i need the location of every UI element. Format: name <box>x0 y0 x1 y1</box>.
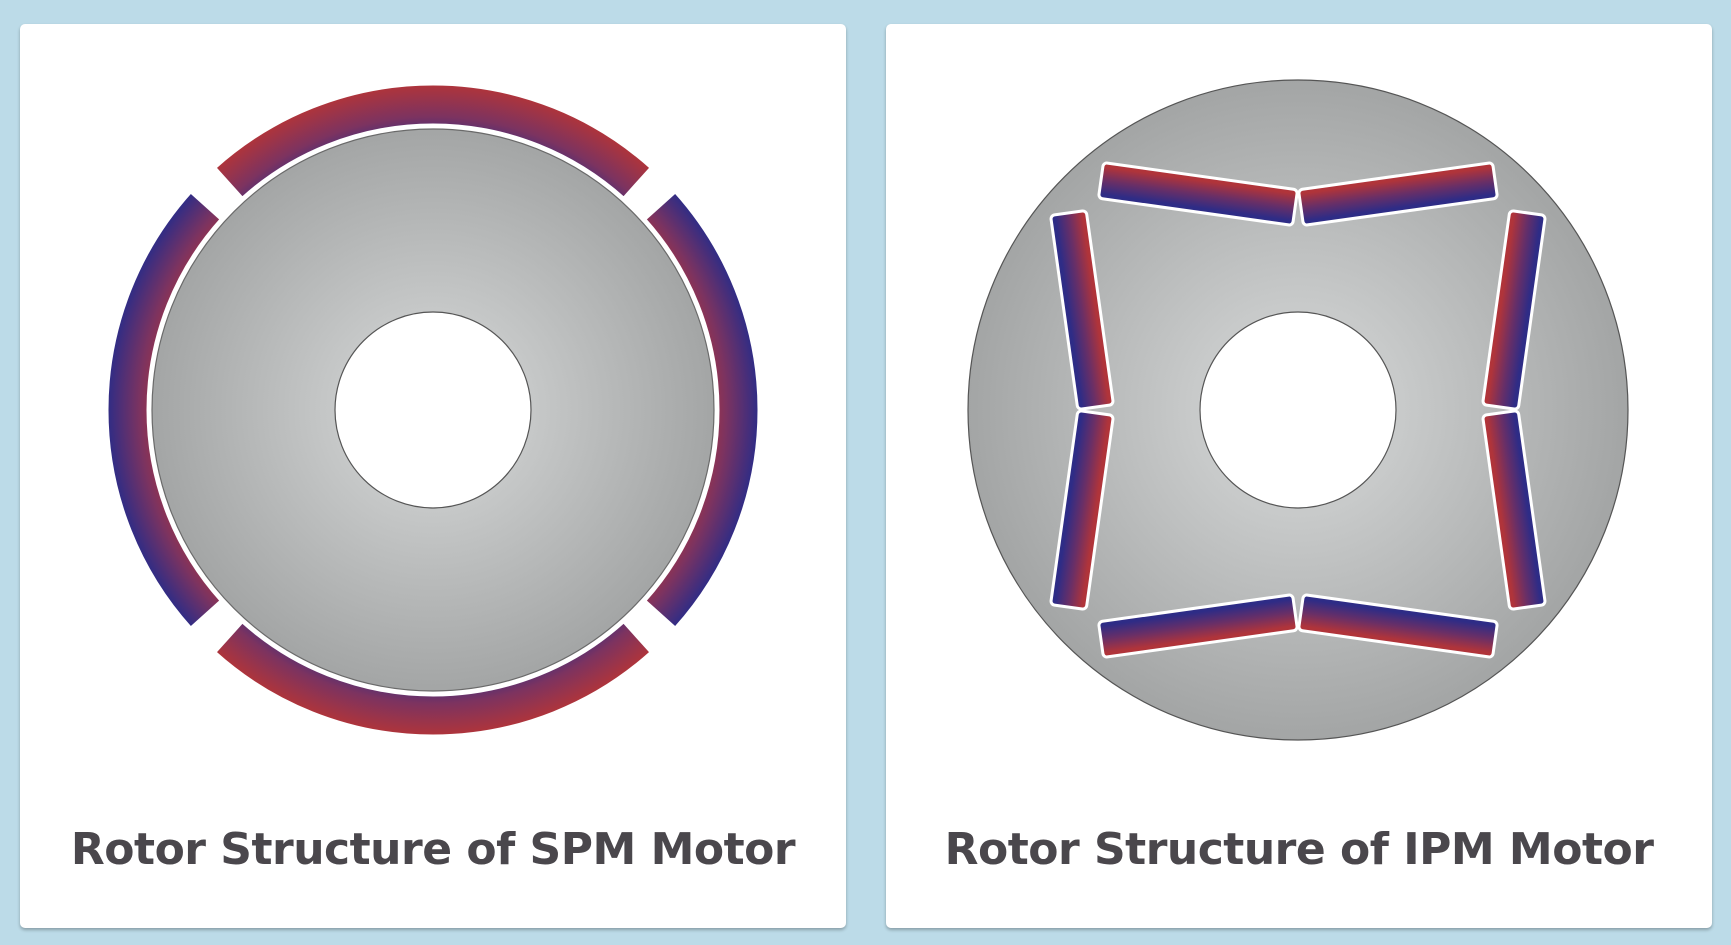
ipm-magnet-right-b <box>1481 409 1547 611</box>
ipm-magnet-left-a <box>1049 409 1115 611</box>
ipm-magnet-right-a <box>1481 209 1547 411</box>
spm-caption: Rotor Structure of SPM Motor <box>70 824 796 875</box>
ipm-panel: Rotor Structure of IPM Motor <box>886 24 1712 928</box>
ipm-magnet-top-b <box>1297 161 1499 227</box>
spm-panel: Rotor Structure of SPM Motor <box>20 24 846 928</box>
ipm-magnet-bottom-b <box>1097 593 1299 659</box>
ipm-rotor-diagram <box>967 79 1629 741</box>
ipm-caption: Rotor Structure of IPM Motor <box>944 824 1654 875</box>
spm-shaft-hole <box>334 311 532 509</box>
ipm-magnet-left-b <box>1049 209 1115 411</box>
ipm-shaft-hole <box>1199 311 1397 509</box>
spm-rotor-diagram <box>105 82 761 738</box>
ipm-magnet-bottom-a <box>1297 593 1499 659</box>
spm-magnet-ring <box>105 82 761 738</box>
ipm-magnet-top-a <box>1097 161 1299 227</box>
ipm-magnet-group <box>1049 161 1547 659</box>
